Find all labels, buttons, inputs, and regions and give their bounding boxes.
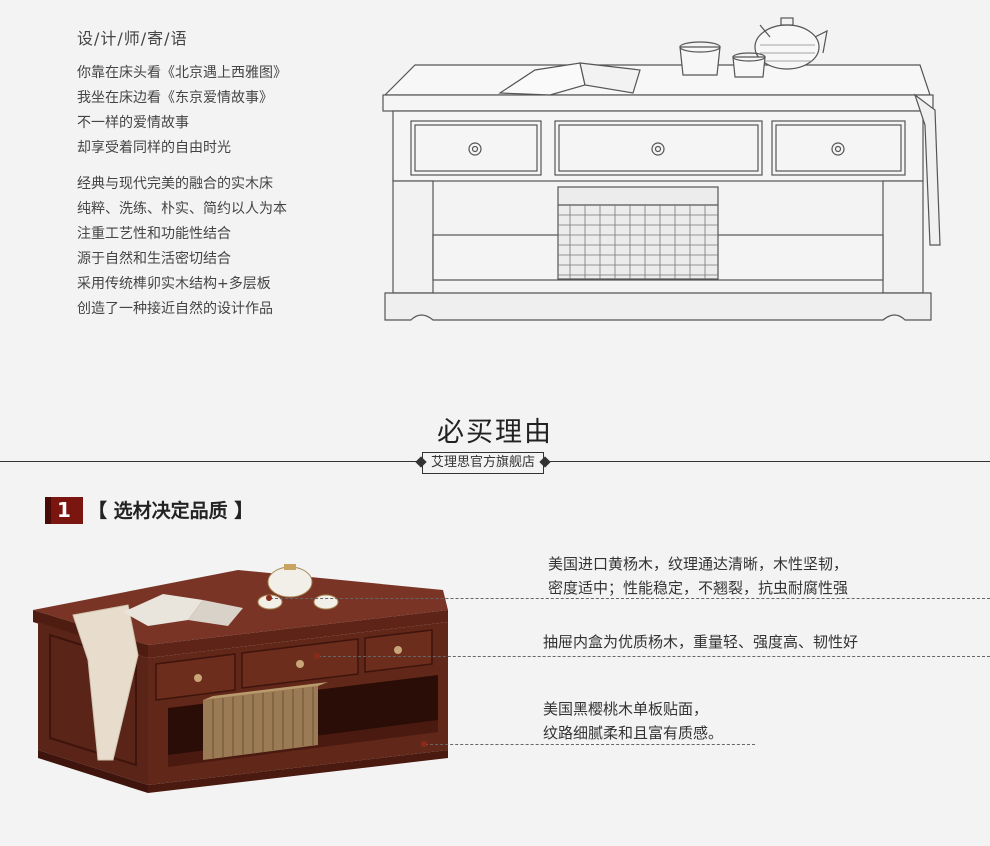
designer-poem: 你靠在床头看《北京遇上西雅图》 我坐在床边看《东京爱情故事》 不一样的爱情故事 … [77, 61, 287, 161]
annotation-dot [314, 653, 320, 659]
feature-line: 注重工艺性和功能性结合 [77, 226, 231, 242]
annotation-leader-line [270, 598, 990, 599]
annotation-veneer: 美国黑樱桃木单板贴面， 纹路细腻柔和且富有质感。 [543, 697, 723, 745]
coffee-table-sketch-image [382, 17, 941, 321]
feature-line: 经典与现代完美的融合的实木床 [77, 176, 273, 192]
annotation-dot [421, 741, 427, 747]
item-number-badge: 1 [45, 497, 83, 524]
annotation-leader-line [425, 744, 755, 745]
coffee-table-photo [33, 564, 448, 793]
feature-line: 纯粹、洗练、朴实、简约以人为本 [77, 201, 287, 217]
poem-line: 你靠在床头看《北京遇上西雅图》 [77, 65, 287, 81]
annotation-material: 美国进口黄杨木，纹理通达清晰，木性坚韧， 密度适中；性能稳定，不翘裂，抗虫耐腐性… [548, 552, 848, 600]
poem-line: 我坐在床边看《东京爱情故事》 [77, 90, 273, 106]
brand-tag: 艾理思官方旗舰店 [422, 452, 545, 474]
annotation-dot [266, 595, 272, 601]
annotation-leader-line [318, 656, 990, 657]
item-title: 【 选材决定品质 】 [88, 500, 254, 522]
annotation-line: 纹路细腻柔和且富有质感。 [543, 724, 724, 742]
section-title: 必买理由 [437, 417, 553, 448]
annotation-line: 美国黑樱桃木单板贴面， [543, 700, 709, 718]
annotation-drawer: 抽屉内盒为优质杨木，重量轻、强度高、韧性好 [543, 630, 858, 654]
designer-title: 设/计/师/寄/语 [77, 29, 188, 48]
annotation-line: 抽屉内盒为优质杨木，重量轻、强度高、韧性好 [543, 633, 859, 651]
feature-line: 创造了一种接近自然的设计作品 [77, 301, 273, 317]
feature-line: 采用传统榫卯实木结构+多层板 [77, 276, 271, 292]
designer-features: 经典与现代完美的融合的实木床 纯粹、洗练、朴实、简约以人为本 注重工艺性和功能性… [77, 172, 287, 322]
feature-line: 源于自然和生活密切结合 [77, 251, 231, 267]
poem-line: 不一样的爱情故事 [77, 115, 189, 131]
annotation-line: 密度适中；性能稳定，不翘裂，抗虫耐腐性强 [548, 579, 849, 597]
annotation-line: 美国进口黄杨木，纹理通达清晰，木性坚韧， [548, 555, 849, 573]
poem-line: 却享受着同样的自由时光 [77, 140, 231, 156]
